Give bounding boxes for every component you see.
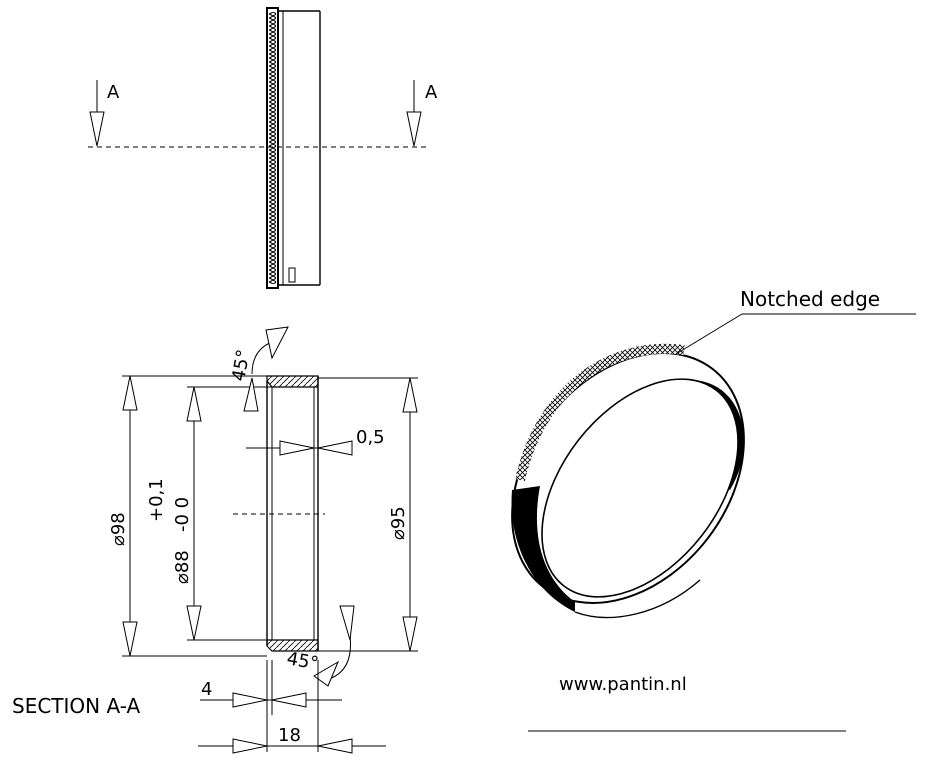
chamfer-top-arrow-lower — [243, 377, 259, 412]
dim-18-arrow-right — [317, 738, 353, 754]
knurled-band — [269, 12, 276, 284]
dim-lip-width: 4 — [201, 679, 212, 700]
dim-lip-diameter: ⌀95 — [388, 506, 409, 540]
ring-knurled-edge — [515, 343, 685, 482]
top-view: A A — [88, 7, 438, 289]
dim-chamfer-bottom: 45° — [285, 648, 320, 674]
website-text: www.pantin.nl — [559, 674, 687, 695]
dim-88-arrow-top — [186, 386, 202, 422]
dim-tolerance-upper: +0,1 — [146, 478, 167, 522]
dim-98-arrow-bottom — [122, 621, 138, 657]
knurled-band-outline — [266, 7, 279, 289]
section-label-left: A — [107, 82, 120, 103]
dim-88-arrow-bottom — [186, 605, 202, 641]
dim-tolerance-lower: -0 0 — [172, 497, 193, 532]
ring-band-left-dark — [511, 486, 575, 612]
dim-overall-width: 18 — [278, 725, 301, 746]
dim-95-arrow-top — [402, 377, 418, 413]
hatched-lip-top — [266, 375, 319, 388]
dim-inner-diameter: ⌀88 — [172, 550, 193, 584]
chamfer-bottom-arrow-lower — [313, 660, 340, 687]
small-marking — [288, 267, 296, 283]
section-arrow-left — [89, 111, 105, 147]
dim-chamfer-top: 45° — [228, 348, 254, 383]
ring-inner-opening — [541, 378, 739, 598]
ring-front-rim — [574, 579, 701, 619]
dim-outer-diameter: ⌀98 — [108, 512, 129, 546]
section-title: SECTION A-A — [12, 694, 140, 718]
chamfer-bottom-arrow-upper — [339, 605, 355, 641]
dim-4-arrow-right — [271, 692, 307, 708]
chamfer-top-arrow-upper — [265, 326, 289, 360]
section-view: ⌀98 ⌀88 +0,1 -0 0 ⌀95 0,5 45° 45° — [12, 326, 418, 754]
isometric-view: Notched edge www.pantin.nl — [511, 287, 916, 732]
dim-98-arrow-top — [122, 375, 138, 411]
section-arrow-right — [406, 111, 422, 147]
dim-18-arrow-left — [232, 738, 268, 754]
callout-leader — [675, 313, 743, 355]
dim-05-arrow-left — [279, 440, 315, 456]
dim-95-arrow-bottom — [402, 616, 418, 652]
dim-05-arrow-right — [317, 440, 353, 456]
section-label-right: A — [425, 82, 438, 103]
callout-notched-edge: Notched edge — [740, 287, 880, 311]
chamfer-top-arc — [251, 341, 273, 375]
dim-wall-thickness: 0,5 — [356, 427, 385, 448]
dim-4-arrow-left — [232, 692, 268, 708]
